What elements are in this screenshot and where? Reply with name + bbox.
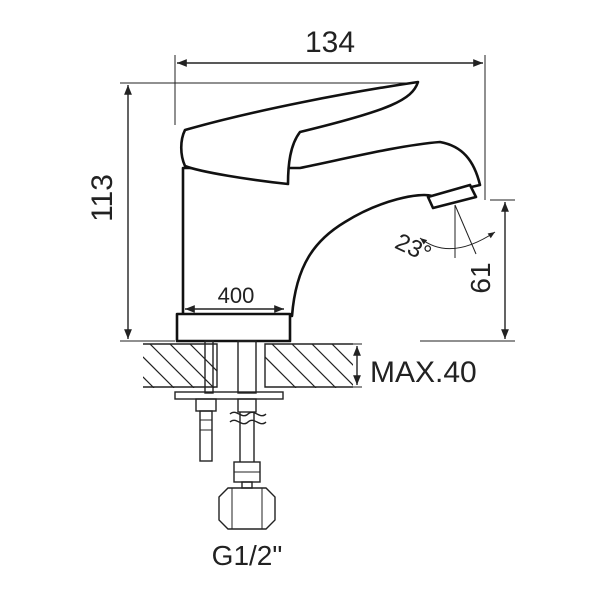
width-dimension: 134 bbox=[174, 26, 486, 200]
aerator bbox=[426, 183, 478, 210]
mounting-hardware bbox=[174, 391, 284, 462]
spout-height-label: 61 bbox=[465, 262, 496, 293]
base-width-label: 400 bbox=[218, 283, 255, 308]
countertop-hatch-right bbox=[265, 344, 353, 388]
spout-angle-label: 23° bbox=[391, 228, 435, 268]
base-plate bbox=[175, 312, 292, 343]
width-dimension-label: 134 bbox=[305, 26, 355, 59]
countertop-hatch-left bbox=[143, 344, 217, 388]
height-dimension: 113 bbox=[86, 82, 410, 342]
spout-dimensions: 61 23° bbox=[391, 199, 515, 342]
lever-handle bbox=[179, 80, 420, 186]
faucet-body: 400 bbox=[175, 80, 482, 343]
thread-size-label: G1/2" bbox=[212, 540, 283, 571]
supply-hose: G1/2" bbox=[212, 398, 283, 571]
countertop-section: MAX.40 bbox=[143, 340, 477, 394]
counter-thickness-label: MAX.40 bbox=[370, 356, 477, 389]
height-dimension-label: 113 bbox=[86, 174, 119, 222]
